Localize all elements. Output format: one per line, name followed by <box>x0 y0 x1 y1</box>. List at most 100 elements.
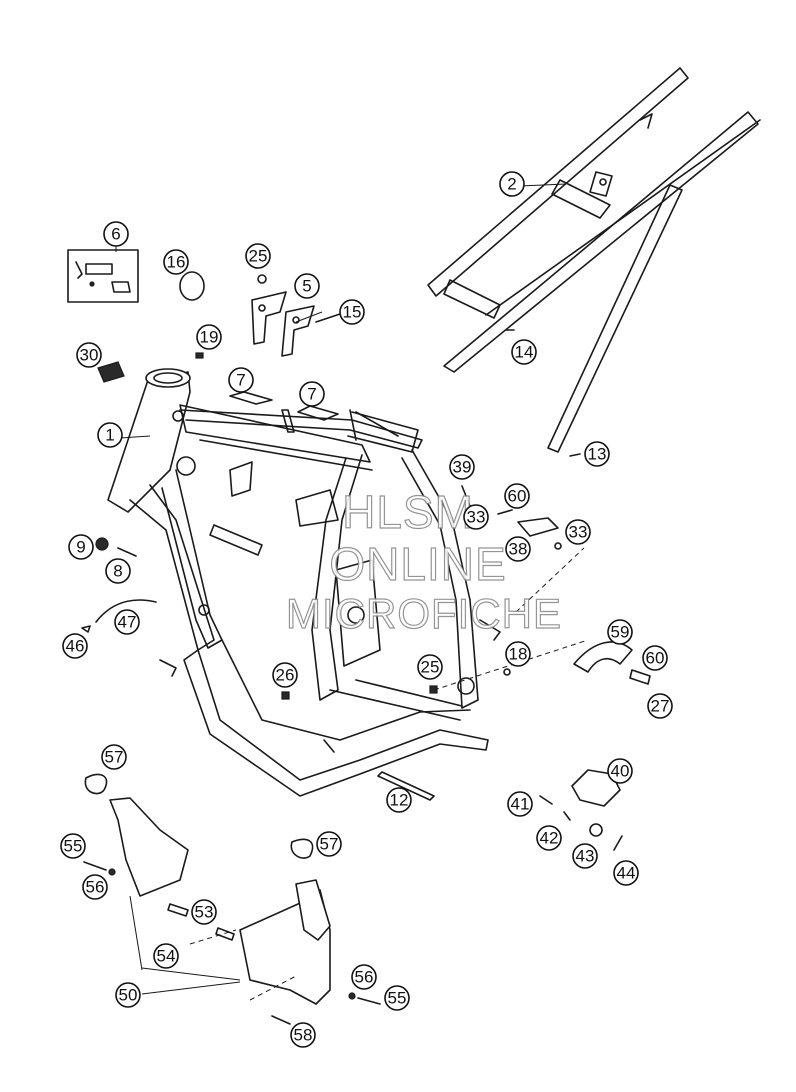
svg-text:54: 54 <box>157 947 176 966</box>
bolt-55-right <box>357 997 381 1005</box>
svg-text:25: 25 <box>249 247 268 266</box>
callout-6: 6 <box>103 221 129 247</box>
svg-text:41: 41 <box>511 795 530 814</box>
svg-text:7: 7 <box>236 371 245 390</box>
callout-60a: 60 <box>504 483 530 509</box>
callout-8: 8 <box>105 558 131 584</box>
frame-guard-cover <box>295 879 331 941</box>
callout-25b: 25 <box>417 654 443 680</box>
watermark-line3: MICROFICHE <box>286 590 562 637</box>
svg-text:56: 56 <box>86 878 105 897</box>
bolt-55-left <box>83 861 107 871</box>
plug-18 <box>503 668 511 676</box>
frame-cap <box>179 271 205 301</box>
assembly-line-footpeg <box>515 547 585 613</box>
cable-tie-right <box>290 838 314 859</box>
callout-12: 12 <box>386 787 412 813</box>
svg-text:27: 27 <box>651 697 670 716</box>
callout-7b: 7 <box>299 381 325 407</box>
svg-text:50: 50 <box>119 986 138 1005</box>
svg-text:6: 6 <box>111 225 120 244</box>
svg-text:40: 40 <box>611 762 630 781</box>
breather-hose <box>95 599 157 623</box>
callout-42: 42 <box>536 825 562 851</box>
callout-2: 2 <box>499 171 525 197</box>
spacer-60-right <box>629 669 651 685</box>
bolt-13 <box>569 453 581 457</box>
footpeg-bracket-59 <box>573 641 633 673</box>
svg-text:57: 57 <box>320 835 339 854</box>
callout-1: 1 <box>97 422 123 448</box>
callout-9: 9 <box>68 534 94 560</box>
callout-7a: 7 <box>228 367 254 393</box>
cable-tie-left <box>84 773 108 795</box>
subframe <box>427 67 761 453</box>
screw <box>117 547 137 557</box>
svg-text:33: 33 <box>467 508 486 527</box>
washer-25 <box>257 274 267 284</box>
svg-text:18: 18 <box>509 645 528 664</box>
bolt-58 <box>271 1015 291 1025</box>
watermark: HLSM ONLINE MICROFICHE <box>285 485 562 637</box>
nut-56-right <box>348 992 356 1000</box>
callout-57b: 57 <box>316 831 342 857</box>
svg-text:60: 60 <box>646 649 665 668</box>
callout-30: 30 <box>76 342 102 368</box>
footpeg-bracket-38 <box>517 517 559 537</box>
svg-text:44: 44 <box>617 864 636 883</box>
svg-text:42: 42 <box>540 829 559 848</box>
callout-15: 15 <box>339 299 365 325</box>
frame-guard-upper <box>109 797 189 897</box>
shim-plate-right <box>297 405 339 421</box>
svg-text:26: 26 <box>276 666 295 685</box>
svg-text:58: 58 <box>294 1026 313 1045</box>
svg-text:19: 19 <box>200 328 219 347</box>
callout-44: 44 <box>613 860 639 886</box>
rubber-plug <box>97 361 125 383</box>
callout-46: 46 <box>62 633 88 659</box>
svg-text:8: 8 <box>113 562 122 581</box>
callout-55b: 55 <box>384 985 410 1011</box>
svg-text:39: 39 <box>453 458 472 477</box>
callout-14: 14 <box>511 339 537 365</box>
callout-40: 40 <box>607 758 633 784</box>
washer-33 <box>554 542 562 550</box>
svg-text:55: 55 <box>64 837 83 856</box>
bolt-39 <box>461 485 471 507</box>
svg-text:56: 56 <box>355 968 374 987</box>
callout-39: 39 <box>449 454 475 480</box>
spacer-54 <box>215 927 235 941</box>
callout-53: 53 <box>191 899 217 925</box>
svg-text:33: 33 <box>569 523 588 542</box>
small-clip <box>195 352 204 359</box>
svg-text:47: 47 <box>118 613 137 632</box>
spacer-53 <box>167 903 189 917</box>
callout-33a: 33 <box>463 504 489 530</box>
bushing-26 <box>281 691 290 700</box>
svg-text:5: 5 <box>302 277 311 296</box>
pin-41 <box>539 795 553 805</box>
callout-47: 47 <box>114 609 140 635</box>
svg-text:43: 43 <box>576 847 595 866</box>
split-pin-44 <box>613 835 623 851</box>
svg-text:15: 15 <box>343 303 362 322</box>
watermark-line2: ONLINE <box>329 538 506 590</box>
nut-56-left <box>108 868 116 876</box>
svg-text:7: 7 <box>307 385 316 404</box>
callout-60b: 60 <box>642 645 668 671</box>
long-bolt <box>377 771 435 801</box>
svg-text:1: 1 <box>105 426 114 445</box>
callout-43: 43 <box>572 843 598 869</box>
main-frame <box>107 368 501 797</box>
callout-41: 41 <box>507 791 533 817</box>
callout-27: 27 <box>647 693 673 719</box>
nut <box>95 537 109 551</box>
svg-text:25: 25 <box>421 658 440 677</box>
hose-clip <box>81 625 91 633</box>
callout-33b: 33 <box>565 519 591 545</box>
svg-text:14: 14 <box>515 343 534 362</box>
callout-59: 59 <box>607 619 633 645</box>
callout-5: 5 <box>294 273 320 299</box>
callout-58: 58 <box>290 1022 316 1048</box>
